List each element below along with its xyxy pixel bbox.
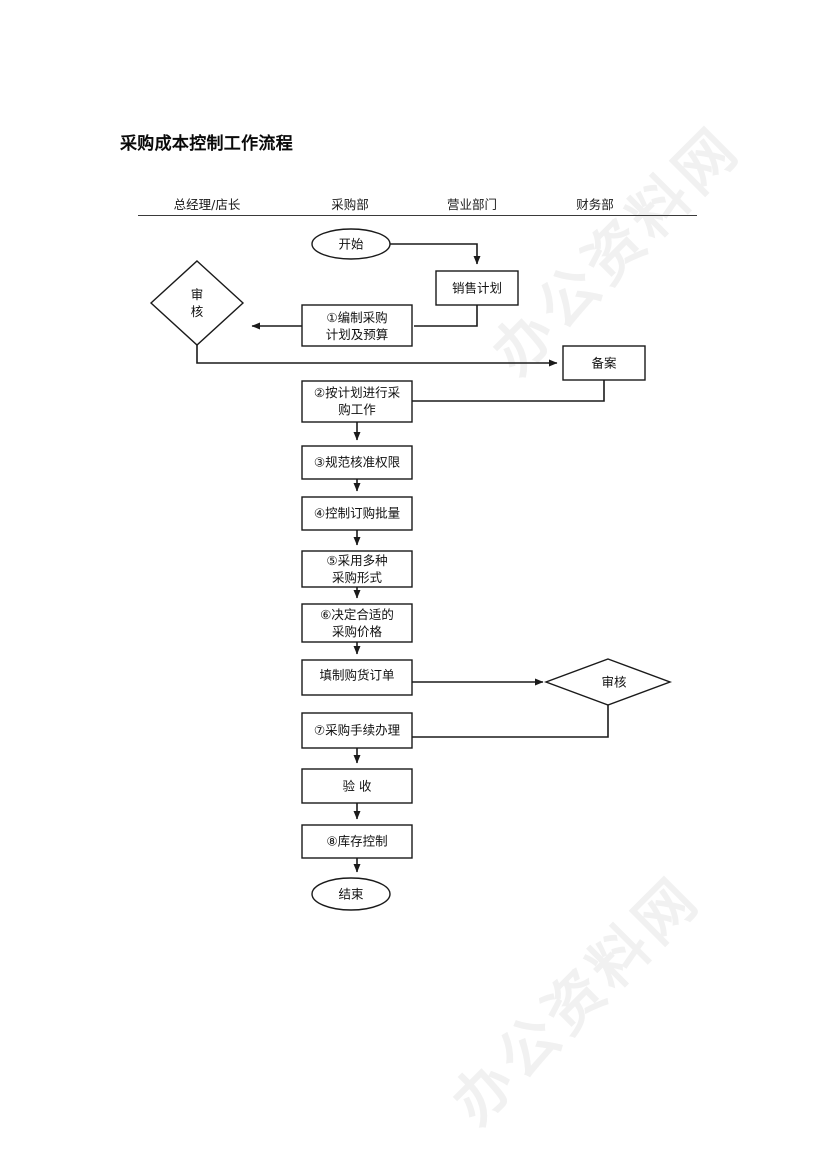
lane-divider-rule [138,215,697,216]
node-step3-shape[interactable] [301,445,413,480]
edge-sales-plan-to-step1 [414,305,478,327]
node-step6-shape[interactable] [301,603,413,643]
lane-header-sales: 营业部门 [446,197,498,212]
node-sales-plan-shape[interactable] [435,270,519,306]
node-step5-shape[interactable] [301,550,413,588]
node-review-1-shape[interactable] [149,260,245,346]
edge-review2-to-step7 [412,705,609,738]
edge-record-to-step2 [412,380,605,402]
node-end-shape[interactable] [311,877,391,911]
node-step7-shape[interactable] [301,712,413,749]
node-review-2-shape[interactable] [543,658,673,706]
node-record-shape[interactable] [562,345,646,381]
lane-header-finance: 财务部 [576,197,614,212]
lane-header-purchasing: 采购部 [331,197,369,212]
node-step1-shape[interactable] [301,304,413,347]
edge-review1-to-record [196,345,558,367]
node-step8-shape[interactable] [301,824,413,859]
lane-header-general-manager: 总经理/店长 [173,197,241,212]
node-step2-shape[interactable] [301,380,413,423]
edge-start-to-sales-plan [390,243,481,265]
page-title: 采购成本控制工作流程 [120,134,293,154]
node-step4-shape[interactable] [301,496,413,531]
node-inspect-shape[interactable] [301,768,413,804]
node-order-form-shape[interactable] [301,659,413,696]
node-start-shape[interactable] [311,228,391,260]
